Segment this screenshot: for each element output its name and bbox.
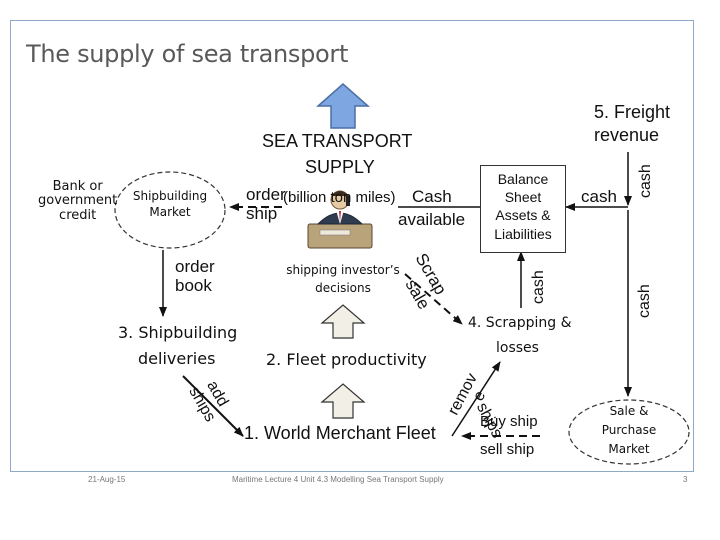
sell-ship-label: sell ship: [480, 441, 535, 458]
buy-ship-label: Buy ship: [480, 413, 538, 430]
scrapping-label-line1: 4. Scrapping &: [468, 315, 572, 331]
shipbuilding-market-ellipse: [114, 171, 226, 249]
remove-ships-arrow: [451, 361, 501, 437]
supply-label-line2: SUPPLY: [305, 157, 375, 177]
deliveries-label-line2: deliveries: [138, 349, 216, 368]
fleet-label: 1. World Merchant Fleet: [244, 423, 436, 443]
footer-caption: Maritime Lecture 4 Unit 4.3 Modelling Se…: [232, 475, 444, 484]
fleet-block-arrow: [320, 383, 366, 419]
slide-title: The supply of sea transport: [26, 40, 349, 68]
supply-label-line1: SEA TRANSPORT: [262, 131, 413, 151]
freight-label-line2: revenue: [594, 125, 660, 145]
right-cash-label: cash: [636, 284, 653, 318]
balance-sheet-box: [480, 165, 566, 253]
scrap-cash-label: cash: [530, 270, 547, 304]
cash-to-balance-label: cash: [581, 187, 617, 206]
productivity-block-arrow: [320, 304, 366, 339]
supply-block-arrow: [316, 83, 370, 129]
productivity-label: 2. Fleet productivity: [266, 350, 427, 369]
footer-page-number: 3: [683, 475, 688, 484]
deliveries-label-line1: 3. Shipbuilding: [118, 323, 238, 342]
cash-available-label: Cash: [412, 187, 452, 206]
scrapping-label-line2: losses: [496, 340, 539, 356]
sale-purchase-ellipse: [568, 399, 690, 465]
freight-label-line1: 5. Freight: [594, 102, 671, 122]
cash-available-label-line2: available: [398, 210, 466, 229]
add-ships-arrow: [182, 375, 244, 437]
freight-cash-label: cash: [637, 164, 654, 198]
businessman-phone-icon: [307, 190, 373, 249]
supply-units: (billion ton miles): [283, 189, 396, 206]
footer-date: 21-Aug-15: [88, 475, 126, 484]
